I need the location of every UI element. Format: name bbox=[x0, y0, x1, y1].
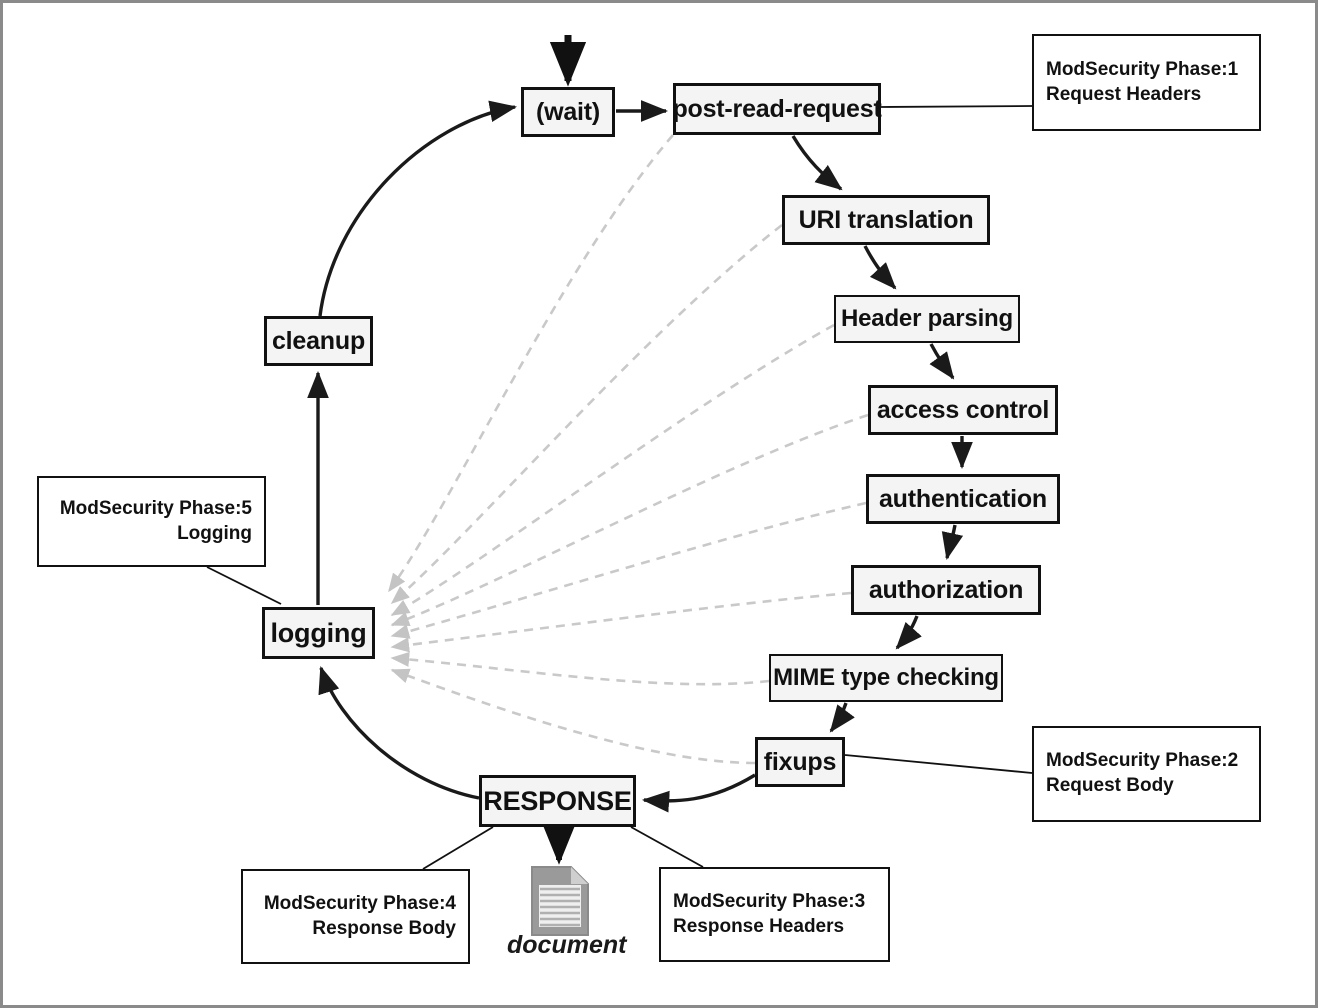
annotation-text: ModSecurity Phase:1 bbox=[1046, 58, 1239, 80]
node-mime-type[interactable]: MIME type checking bbox=[769, 654, 1003, 702]
annotation-text: ModSecurity Phase:5 bbox=[59, 497, 252, 519]
node-label: (wait) bbox=[535, 97, 601, 126]
node-header-parsing[interactable]: Header parsing bbox=[834, 295, 1020, 343]
node-label: URI translation bbox=[798, 205, 974, 234]
annotation-text: ModSecurity Phase:4 bbox=[263, 892, 456, 914]
annotation-text: Request Body bbox=[1046, 775, 1174, 796]
node-label: access control bbox=[876, 395, 1050, 424]
node-authentication[interactable]: authentication bbox=[866, 474, 1060, 524]
annotation-text: ModSecurity Phase:2 bbox=[1046, 750, 1239, 772]
annotation-text: Response Headers bbox=[673, 915, 845, 937]
node-label: Header parsing bbox=[841, 305, 1013, 332]
node-label: authentication bbox=[878, 484, 1048, 513]
node-label: RESPONSE bbox=[483, 785, 632, 816]
annotation-text: Request Headers bbox=[1046, 83, 1202, 105]
node-wait[interactable]: (wait) bbox=[521, 87, 615, 137]
node-label: authorization bbox=[868, 575, 1024, 604]
node-label: MIME type checking bbox=[773, 664, 999, 691]
node-response[interactable]: RESPONSE bbox=[479, 775, 636, 827]
document-page-icon bbox=[531, 866, 589, 936]
annotation-text: Logging bbox=[177, 522, 252, 544]
document-label: document bbox=[507, 931, 627, 959]
node-post-read-request[interactable]: post-read-request bbox=[672, 83, 882, 135]
node-logging[interactable]: logging bbox=[262, 607, 375, 659]
node-label: post-read-request bbox=[672, 94, 882, 123]
node-label: cleanup bbox=[271, 326, 366, 355]
node-uri-translation[interactable]: URI translation bbox=[782, 195, 990, 245]
node-label: fixups bbox=[763, 747, 837, 776]
node-label: logging bbox=[270, 617, 367, 648]
node-fixups[interactable]: fixups bbox=[755, 737, 845, 787]
node-access-control[interactable]: access control bbox=[868, 385, 1058, 435]
annotation-text: Response Body bbox=[312, 917, 456, 939]
node-cleanup[interactable]: cleanup bbox=[264, 316, 373, 366]
annotation-text: ModSecurity Phase:3 bbox=[673, 890, 866, 912]
node-authorization[interactable]: authorization bbox=[851, 565, 1041, 615]
